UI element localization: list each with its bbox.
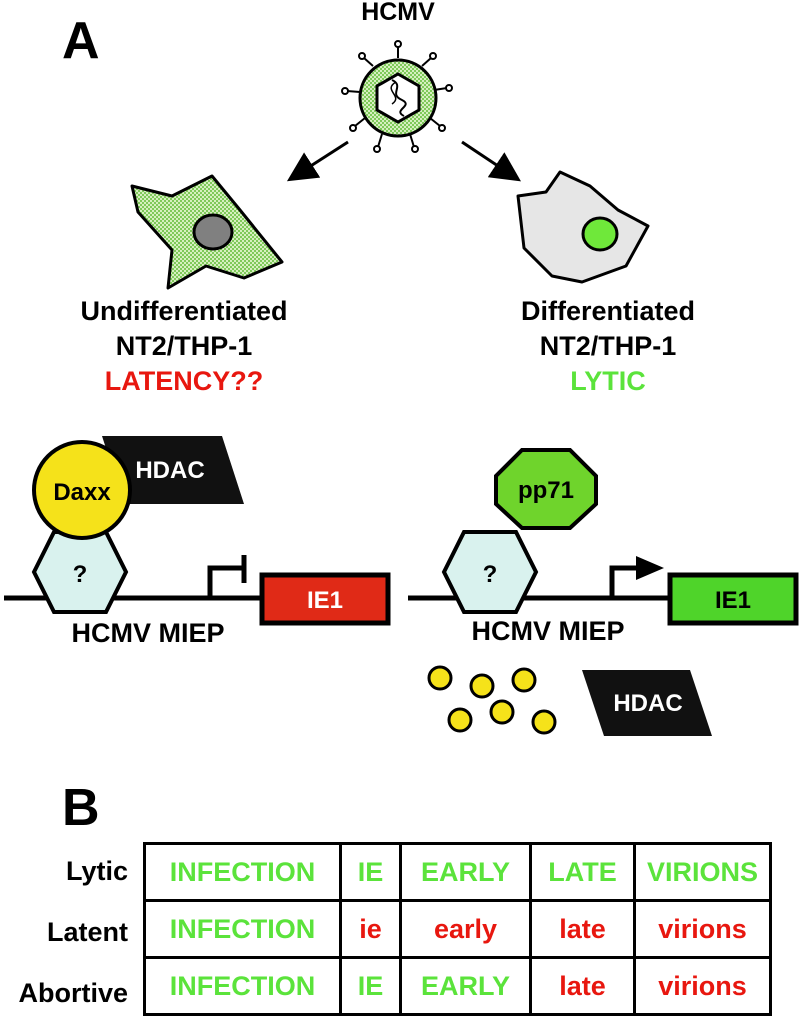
stage-cell: LATE [529,842,636,902]
row-label-abortive: Abortive [18,978,128,1008]
panel-a-label: A [62,12,100,70]
left-promoter-label: HCMV MIEP [71,618,224,648]
right-cell-name: Differentiated [521,296,695,326]
ie1-gene-off [259,572,391,626]
row-label-lytic: Lytic [65,856,128,886]
repressed-promoter: IE1 ? HDAC Daxx HCMV MIEP [4,436,391,648]
right-cell-line: NT2/THP-1 [540,331,677,361]
hdac-released [582,670,712,736]
stage-cell: virions [633,899,772,959]
panel-b-label: B [62,779,100,837]
right-promoter-label: HCMV MIEP [471,616,624,646]
stage-cell: ie [339,899,402,959]
daxx-protein [32,440,132,540]
stage-cell: virions [633,956,772,1016]
unknown-factor-hexagon-right [441,530,539,614]
arrow-to-differentiated [461,140,521,182]
arrow-to-undifferentiated [286,140,349,182]
daxx-label: Daxx [53,479,111,506]
stage-cell: EARLY [399,842,532,902]
latency-outcome: LATENCY?? [105,366,263,396]
stage-cell: INFECTION [143,956,342,1016]
lytic-outcome: LYTIC [570,366,646,396]
released-daxx-particles [427,665,557,735]
transcription-arrow-icon [636,556,664,580]
hdac-bound [102,436,244,504]
left-cell-line: NT2/THP-1 [116,331,253,361]
stage-cell: EARLY [399,956,532,1016]
stage-cell: early [399,899,532,959]
differentiated-cell-icon [516,170,650,284]
hdac-bound-label: HDAC [135,457,204,484]
ie1-gene-off-label: IE1 [307,587,343,614]
row-label-latent: Latent [47,917,128,947]
active-promoter: IE1 ? pp71 HCMV MIEP HDAC [408,448,799,736]
undifferentiated-cell-icon [130,174,284,290]
pp71-protein [494,448,598,530]
stage-cell: INFECTION [143,899,342,959]
virus-label: HCMV [361,0,435,26]
stage-cell: IE [339,842,402,902]
stage-cell: VIRIONS [633,842,772,902]
unknown-factor-label-left: ? [73,561,88,588]
pp71-label: pp71 [518,477,574,504]
stage-cell: IE [339,956,402,1016]
ie1-gene-on [667,572,799,626]
ie1-gene-on-label: IE1 [715,587,751,614]
stage-cell: INFECTION [143,842,342,902]
unknown-factor-label-right: ? [483,561,498,588]
hdac-released-label: HDAC [613,690,682,717]
stage-cell: late [529,956,636,1016]
left-cell-name: Undifferentiated [80,296,287,326]
stage-cell: late [529,899,636,959]
virion-icon [341,40,453,153]
